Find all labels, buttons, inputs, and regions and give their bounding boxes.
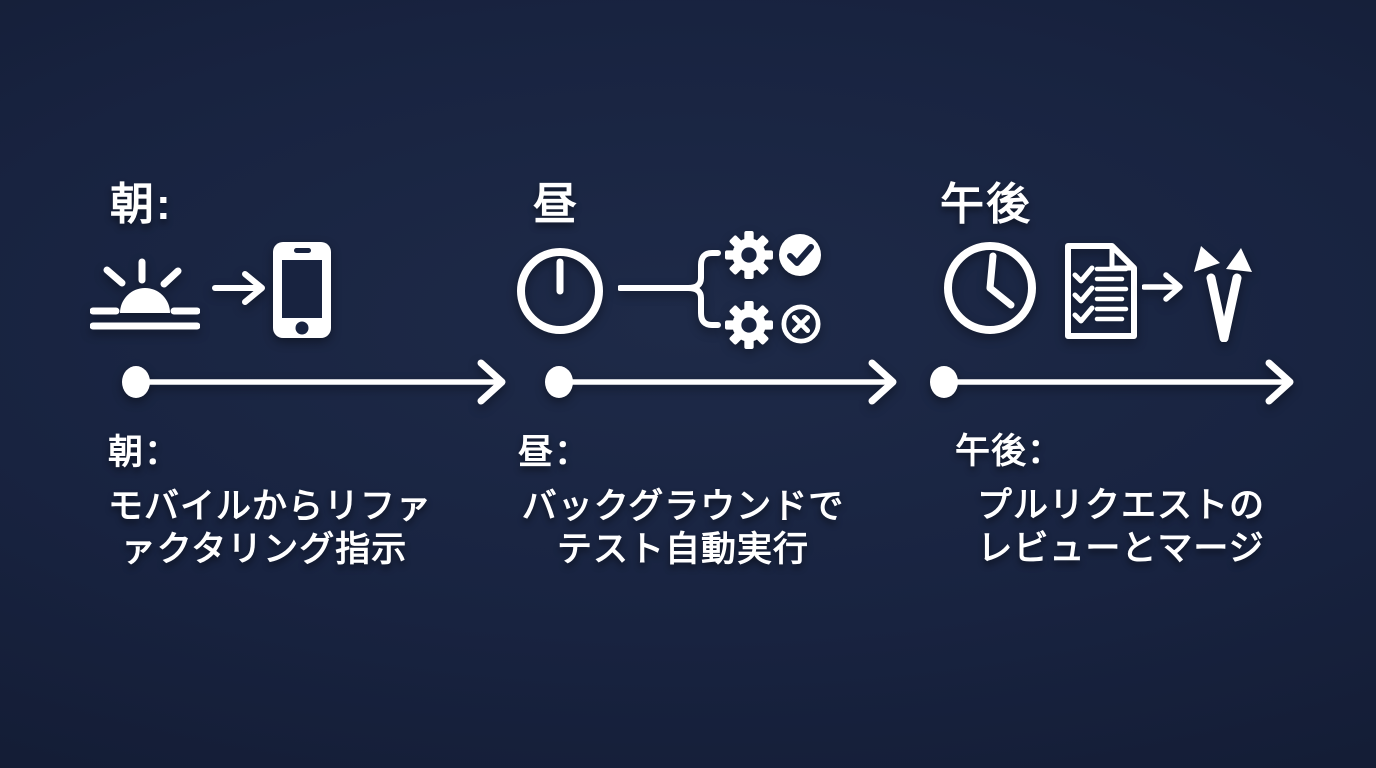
- caption-morning-line-2: ァクタリング指示: [120, 530, 408, 569]
- checklist-document-icon: [1062, 242, 1140, 340]
- branch-connector-icon: [618, 246, 736, 332]
- caption-noon-line-2: テスト自動実行: [556, 530, 809, 569]
- clock-noon-icon: [516, 247, 604, 335]
- cross-circle-icon: [781, 304, 821, 344]
- caption-afternoon-line-1: プルリクエストの: [976, 486, 1265, 525]
- phase-morning-header: 朝:: [110, 180, 173, 229]
- gear-icon: [725, 301, 773, 349]
- timeline-segment-afternoon: [930, 359, 1294, 405]
- timeline-segment-morning: [122, 359, 506, 405]
- caption-afternoon-line-2: レビューとマージ: [977, 529, 1265, 568]
- timeline-segment-noon: [545, 359, 897, 405]
- arrow-right-icon: [212, 270, 267, 306]
- sunrise-icon: [90, 256, 200, 330]
- merge-arrows-icon: [1185, 236, 1263, 342]
- phase-noon-header: 昼: [533, 180, 579, 229]
- arrow-right-icon: [1142, 270, 1184, 304]
- caption-morning-title: 朝：: [108, 433, 181, 472]
- caption-noon-line-1: バックグラウンドで: [521, 487, 845, 526]
- caption-morning: 朝： モバイルからリファ ァクタリング指示: [108, 424, 433, 571]
- caption-afternoon-title: 午後：: [955, 432, 1064, 471]
- caption-noon-title: 昼：: [518, 433, 591, 472]
- timeline: [0, 347, 1376, 417]
- check-circle-icon: [778, 233, 822, 277]
- caption-morning-line-1: モバイルからリファ: [108, 487, 433, 526]
- caption-afternoon: 午後： プルリクエストの レビューとマージ: [955, 423, 1287, 570]
- phase-afternoon-header: 午後: [940, 180, 1032, 229]
- clock-afternoon-icon: [941, 240, 1039, 338]
- caption-noon: 昼： バックグラウンドで テスト自動実行: [518, 424, 848, 571]
- smartphone-icon: [271, 240, 333, 340]
- gear-icon: [725, 231, 773, 279]
